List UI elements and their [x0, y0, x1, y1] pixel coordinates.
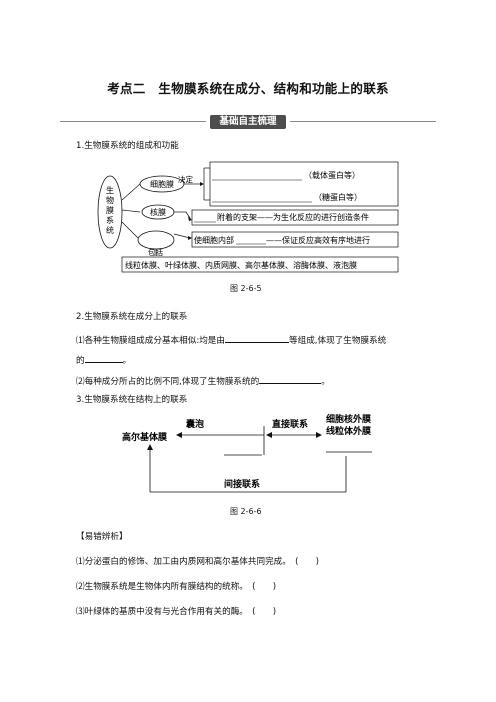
error-item: ⑵生物膜系统是生物体内所有膜结构的统称。 ( ) [76, 582, 277, 592]
root-ellipse [97, 175, 123, 249]
section2-heading: 2.生物膜系统在成分上的联系 [76, 312, 188, 322]
root-char: 统 [106, 225, 114, 235]
figure-caption-1: 图 2-6-5 [230, 284, 262, 293]
membrane-system-diagram: 生 物 膜 系 统 细胞膜 核膜 决定 （载体蛋白等） （糖蛋白等） 附着的支架… [97, 161, 399, 273]
line3-text-a: ⑵每种成分所占的比例不同,体现了生物膜系统的 [76, 377, 260, 387]
line1-text-b: 等组成,体现了生物膜系统 [289, 336, 387, 346]
indirect-link-label: 间接联系 [224, 478, 260, 490]
section3-heading: 3.生物膜系统在结构上的联系 [76, 395, 188, 405]
function2-head: 使细胞内部 [194, 235, 234, 245]
section-banner: 基础自主梳理 [210, 115, 286, 129]
answer-blank[interactable] [225, 332, 289, 343]
mito-outer-label: 线粒体外膜 [326, 425, 372, 437]
answer-blank[interactable] [84, 352, 123, 363]
section2-line1: ⑴各种生物膜组成成分基本相似:均是由 等组成,体现了生物膜系统 [76, 332, 386, 347]
branch-line [121, 209, 141, 213]
section1-heading: 1.生物膜系统的组成和功能 [76, 141, 179, 151]
error-item: ⑴分泌蛋白的修饰、加工由内质网和高尔基体共同完成。 ( ) [76, 557, 320, 567]
edge-decide-label: 决定 [178, 174, 193, 184]
golgi-label: 高尔基体膜 [122, 431, 168, 443]
function-box-3 [191, 231, 399, 248]
banner-rule-right [290, 121, 436, 122]
direct-link-label: 直接联系 [272, 418, 308, 430]
root-char: 膜 [106, 205, 114, 215]
edge-include-label: 包括 [148, 247, 163, 257]
branch-line [121, 183, 141, 201]
organelle-node [137, 230, 175, 250]
page-title: 考点二 生物膜系统在成分、结构和功能上的联系 [107, 81, 389, 96]
nuclear-membrane-label: 核膜 [150, 207, 166, 217]
organelles-text: 线粒体膜、叶绿体膜、内质网膜、高尔基体膜、溶酶体膜、液泡膜 [125, 260, 357, 270]
figure-caption-2: 图 2-6-6 [230, 507, 262, 516]
vesicle-label: 囊泡 [185, 418, 204, 430]
carrier-protein-text: （载体蛋白等） [304, 170, 360, 180]
root-char: 生 [106, 185, 114, 195]
structure-link-diagram: 高尔基体膜 囊泡 直接联系 细胞核外膜 线粒体外膜 间接联系 [122, 413, 372, 493]
section2-line3: ⑵每种成分所占的比例不同,体现了生物膜系统的 。 [76, 373, 330, 388]
function-box [209, 161, 399, 207]
function-box-2 [191, 209, 399, 226]
line1-text-a: ⑴各种生物膜组成成分基本相似:均是由 [76, 336, 225, 346]
answer-blank[interactable] [259, 373, 322, 384]
error-item: ⑶叶绿体的基质中没有与光合作用有关的酶。 ( ) [76, 607, 277, 617]
section2-line2: 的。 [76, 352, 131, 367]
line2-text-a: 的 [76, 356, 85, 366]
branch-line [121, 221, 139, 239]
line2-text-b: 。 [122, 356, 132, 366]
glycoprotein-text: （糖蛋白等） [314, 192, 362, 202]
root-char: 物 [106, 195, 114, 205]
function1-text: 附着的支架——为生化反应的进行创造条件 [217, 212, 369, 222]
errors-heading: 【易错辨析】 [76, 532, 128, 542]
organelles-box [121, 256, 399, 273]
line3-text-b: 。 [321, 377, 330, 387]
function2-tail: ——保证反应高效有序地进行 [266, 235, 370, 245]
cell-membrane-label: 细胞膜 [150, 179, 174, 189]
banner-rule-left [60, 121, 206, 122]
nuclear-outer-label: 细胞核外膜 [326, 413, 372, 425]
root-char: 系 [106, 215, 114, 225]
